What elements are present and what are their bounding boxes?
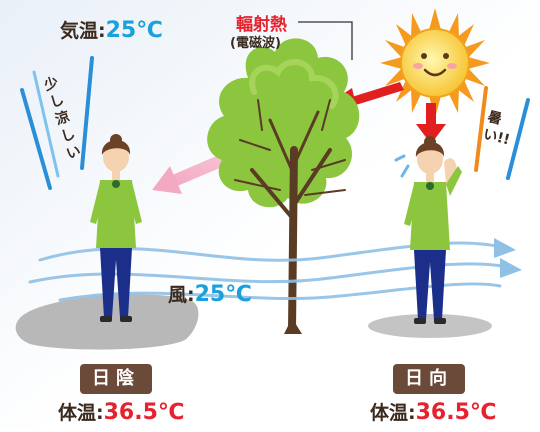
wind-arrowheads (494, 238, 522, 278)
sun-body-temp: 体温:36.5℃ (370, 398, 497, 425)
person-in-sun (394, 136, 462, 324)
air-temp-value: 25℃ (105, 18, 163, 43)
shade-badge: 日陰 (80, 364, 152, 394)
radiant-heat-sub: (電磁波) (230, 36, 281, 51)
sun-badge: 日向 (393, 364, 465, 394)
shade-shadow (15, 294, 199, 350)
left-exclaim-lines (20, 56, 94, 190)
wind: 風:25℃ (168, 280, 252, 307)
wind-value: 25℃ (194, 282, 252, 307)
air-temp: 気温:25℃ (60, 16, 163, 43)
label-leader-line (298, 21, 353, 60)
sun-body-temp-value: 36.5℃ (415, 400, 497, 425)
shade-body-temp-label: 体温: (58, 402, 104, 424)
sun-body-temp-label: 体温: (370, 402, 416, 424)
air-temp-label: 気温: (60, 20, 106, 42)
radiant-heat-down-arrow-icon (416, 103, 446, 144)
right-exclaim-lines (474, 86, 530, 180)
sun-icon (380, 8, 490, 118)
shade-body-temp-value: 36.5℃ (103, 400, 185, 425)
shade-body-temp: 体温:36.5℃ (58, 398, 185, 425)
sun-side-shadow (368, 314, 492, 338)
wind-label: 風: (168, 284, 195, 306)
radiant-heat-label: 輻射熱 (236, 15, 287, 35)
person-in-shade (90, 134, 142, 322)
